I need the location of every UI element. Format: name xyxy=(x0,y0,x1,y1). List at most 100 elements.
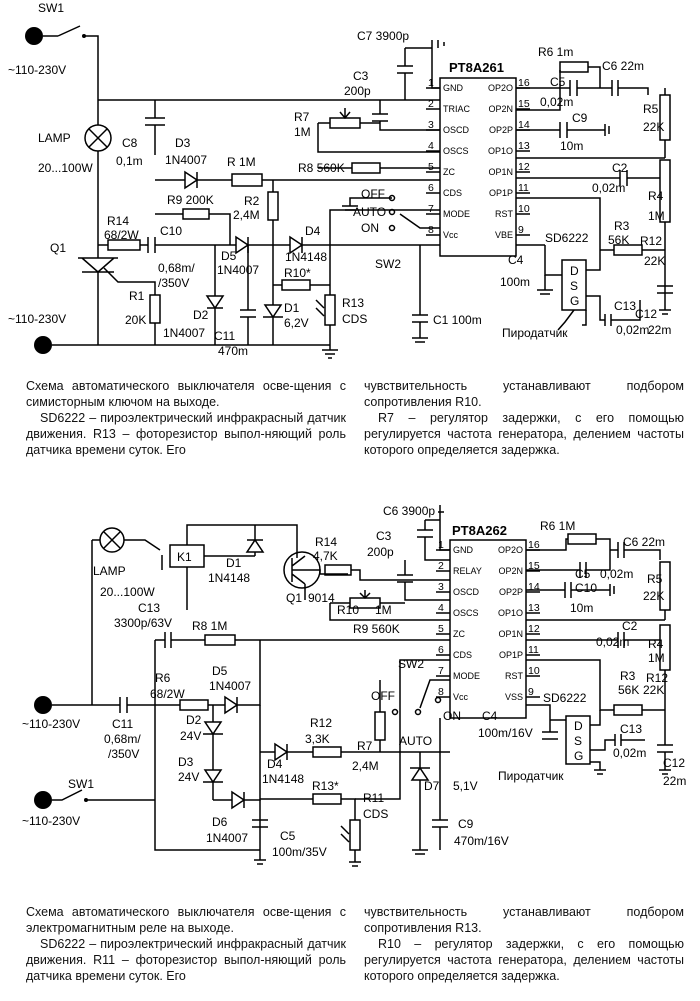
ic-pin-number: 1 xyxy=(438,539,444,551)
r6-2-label: R6 xyxy=(155,671,171,685)
c10-2-label: C10 xyxy=(575,581,597,595)
d5-value: 1N4007 xyxy=(217,263,259,277)
ic-pin-number: 3 xyxy=(428,119,434,131)
caption-2-left-p2: SD6222 – пироэлектрический инфракрасный … xyxy=(26,937,346,983)
r9-label: R9 200K xyxy=(167,193,214,207)
sw2-2-label: SW2 xyxy=(398,657,424,671)
sw2-2-on-label: ON xyxy=(443,709,461,723)
lamp-2-label: LAMP xyxy=(93,564,126,578)
ic-pin-name: OSCD xyxy=(453,587,480,597)
r2-value: 2,4M xyxy=(233,208,260,222)
sw2-2-auto-label: AUTO xyxy=(399,734,432,748)
ic-pin-name: ZC xyxy=(443,167,455,177)
c2-2-value: 0,02m xyxy=(596,635,629,649)
ic-pin-name: GND xyxy=(443,83,464,93)
q1-2-label: Q1 xyxy=(286,591,302,605)
c2-2-label: C2 xyxy=(622,619,638,633)
d1-2-label: D1 xyxy=(226,556,242,570)
k1-label: K1 xyxy=(177,550,192,564)
ic-pin-number: 10 xyxy=(518,203,530,215)
r8-2-label: R8 1M xyxy=(192,619,227,633)
r3-value: 56K xyxy=(608,233,629,247)
d1-value: 6,2V xyxy=(284,316,309,330)
r13-value: CDS xyxy=(342,312,367,326)
lamp-1-power: 20...100W xyxy=(38,161,93,175)
d7-2-label: D7 xyxy=(424,779,440,793)
c11-2-value-2: /350V xyxy=(108,747,139,761)
d1-2-value: 1N4148 xyxy=(208,571,250,585)
c5-value: 0,02m xyxy=(540,95,573,109)
sw2-on-label: ON xyxy=(361,221,379,235)
mains-terminal-bottom xyxy=(34,336,52,354)
ic-pt8a262-body xyxy=(449,539,527,719)
pir-sensor-2-caption: Пиродатчик xyxy=(498,769,564,783)
ic-pin-number: 7 xyxy=(428,203,434,215)
pir-pin-letter: D xyxy=(574,719,583,733)
c13b-2-value: 0,02m xyxy=(613,746,646,760)
caption-2-right-p1: чувствительность устанавливают подбором … xyxy=(364,905,684,935)
sw2-off-label: OFF xyxy=(361,187,385,201)
c2-label: C2 xyxy=(612,161,628,175)
ic-pin-number: 5 xyxy=(438,623,444,635)
ic-pin-name: OSCS xyxy=(453,608,479,618)
ic-pin-name: OP1N xyxy=(498,629,523,639)
c8-value: 0,1m xyxy=(116,154,143,168)
ic-pin-name: VSS xyxy=(505,692,523,702)
c9-2-value: 470m/16V xyxy=(454,834,509,848)
mains2-top-label: ~110-230V xyxy=(22,717,80,731)
ic-pin-name: OP1O xyxy=(498,608,523,618)
ic-pin-number: 7 xyxy=(438,665,444,677)
ic-pin-name: RST xyxy=(495,209,514,219)
d4-2-label: D4 xyxy=(267,757,283,771)
caption-2-right-p2: R10 – регулятор задержки, с его помощью … xyxy=(364,937,684,983)
ic-pin-number: 8 xyxy=(428,224,434,236)
r12-value: 22K xyxy=(644,254,665,268)
q1-2-value: 9014 xyxy=(308,591,335,605)
d6-2-value: 1N4007 xyxy=(206,831,248,845)
mains-top-label: ~110-230V xyxy=(8,63,66,77)
ic-pin-name: RST xyxy=(505,671,524,681)
r7-2-label: R7 xyxy=(357,739,373,753)
ic-pin-number: 11 xyxy=(528,644,539,656)
ic-pin-number: 15 xyxy=(518,98,530,110)
r5-2-label: R5 xyxy=(647,572,663,586)
c3-2-value: 200p xyxy=(367,545,394,559)
r11-2-value: CDS xyxy=(363,807,388,821)
r5-value: 22K xyxy=(643,120,664,134)
c6-label: C6 22m xyxy=(602,59,644,73)
d3-label: D3 xyxy=(175,136,191,150)
ic-pin-name: OP2N xyxy=(488,104,513,114)
mains2-terminal-bottom xyxy=(34,791,52,809)
sw1-2-label: SW1 xyxy=(68,777,94,791)
ic-pin-number: 1 xyxy=(428,77,434,89)
c13-value: 0,02m xyxy=(616,323,649,337)
lamp-2-power: 20...100W xyxy=(100,585,155,599)
c9-2-label: C9 xyxy=(458,817,474,831)
ic-pin-name: GND xyxy=(453,545,474,555)
d3-2-label: D3 xyxy=(178,755,194,769)
d5-2-value: 1N4007 xyxy=(209,679,251,693)
ic-pin-number: 16 xyxy=(528,539,540,551)
pir-pin-letter: D xyxy=(570,264,579,278)
sw2-label: SW2 xyxy=(375,257,401,271)
ic-pin-number: 12 xyxy=(528,623,540,635)
ic-pin-number: 9 xyxy=(518,224,524,236)
c4-2-label: C4 xyxy=(482,709,498,723)
r4-2-value: 1M xyxy=(648,651,665,665)
ic-pin-name: OP2P xyxy=(499,587,523,597)
ic-pin-name: Vcc xyxy=(453,692,469,702)
ic-pin-number: 4 xyxy=(428,140,434,152)
ic-pin-name: TRIAC xyxy=(443,104,471,114)
ic-pin-name: MODE xyxy=(453,671,480,681)
c8-label: C8 xyxy=(122,136,138,150)
c11-2-value-1: 0,68m/ xyxy=(104,732,141,746)
ic-pin-number: 11 xyxy=(518,182,529,194)
c3-label: C3 xyxy=(353,69,369,83)
ic-pin-number: 8 xyxy=(438,686,444,698)
ic-pt8a262-label: PT8A262 xyxy=(452,523,507,538)
c13b-2-label: C13 xyxy=(620,722,642,736)
r12b-2-label: R12 xyxy=(646,671,668,685)
c3-value: 200p xyxy=(344,84,371,98)
c10-value-1: 0,68m/ xyxy=(158,261,195,275)
ic-pin-name: VBE xyxy=(495,230,513,240)
